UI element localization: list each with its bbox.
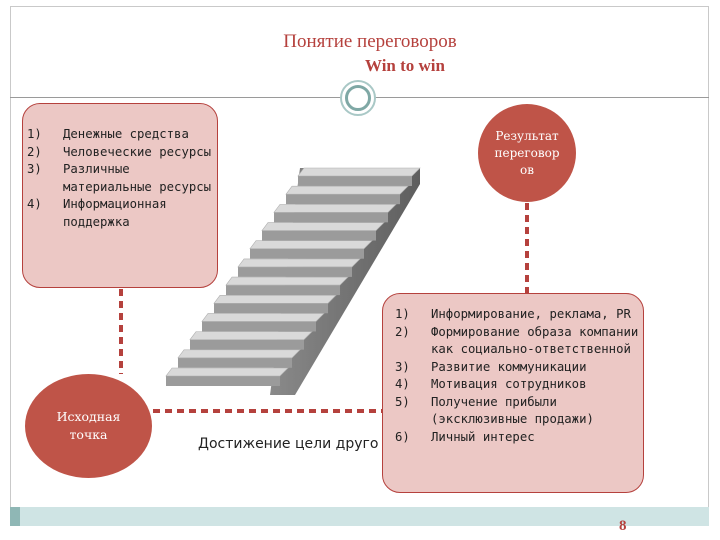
start-label-line: Исходная	[56, 409, 121, 424]
stair-riser	[274, 212, 388, 223]
footer-bar	[10, 507, 709, 526]
list-item: 6)Личный интерес	[395, 429, 535, 444]
stair-tread	[165, 367, 289, 377]
stair-riser	[286, 194, 400, 205]
result-circle: Результат переговор ов	[478, 104, 576, 202]
list-item: 3)Различные материальные ресурсы	[27, 162, 212, 194]
stair-riser	[226, 285, 340, 296]
list-item: 2)Формирование образа компании как социа…	[395, 324, 639, 357]
result-label-line: переговор	[494, 145, 560, 160]
staircase-illustration	[165, 167, 421, 395]
stair-tread	[225, 276, 349, 286]
list-item: 5)Получение прибыли (эксклюзивные продаж…	[395, 394, 594, 427]
stair-tread	[297, 167, 421, 177]
title-line-2: Win to win	[365, 56, 445, 75]
result-label-line: Результат	[495, 128, 559, 143]
stair-tread	[249, 240, 373, 250]
start-label-line: точка	[69, 427, 108, 442]
stair-riser	[250, 248, 364, 259]
stair-tread	[285, 185, 409, 195]
result-label-line: ов	[520, 162, 534, 177]
outcomes-list: 1)Информирование, реклама, PR 2)Формиров…	[395, 306, 640, 446]
stair-tread	[189, 331, 313, 340]
list-item: 1)Информирование, реклама, PR	[395, 307, 631, 321]
stair-tread	[213, 294, 337, 304]
page-number: 8	[619, 518, 627, 534]
stair-riser	[298, 176, 412, 186]
stair-riser	[202, 321, 316, 332]
stair-riser	[190, 339, 304, 350]
ring-ornament-inner-icon	[345, 85, 371, 111]
stair-tread	[237, 258, 361, 268]
footer-accent	[10, 507, 20, 526]
resources-list: 1)Денежные средства 2)Человеческие ресур…	[27, 126, 217, 231]
list-item: 2)Человеческие ресурсы	[27, 144, 212, 159]
resources-box: 1)Денежные средства 2)Человеческие ресур…	[22, 103, 218, 288]
title-line-1: Понятие переговоров	[283, 31, 457, 52]
list-item: 1)Денежные средства	[27, 127, 189, 141]
stair-riser	[178, 357, 292, 368]
list-item: 4)Информационная поддержка	[27, 197, 167, 229]
stair-tread	[261, 222, 385, 231]
stair-riser	[262, 230, 376, 241]
stair-riser	[238, 266, 352, 277]
stair-tread	[177, 349, 301, 359]
goal-label: Достижение цели друго	[198, 436, 379, 452]
stair-riser	[166, 376, 280, 386]
stair-steps	[165, 167, 421, 386]
slide-title: Понятие переговоров Win to win	[0, 30, 720, 78]
start-point-circle: Исходная точка	[25, 374, 152, 478]
outcomes-box: 1)Информирование, реклама, PR 2)Формиров…	[382, 293, 644, 493]
list-item: 3)Развитие коммуникации	[395, 359, 587, 374]
stair-tread	[201, 313, 325, 322]
stair-tread	[273, 204, 397, 213]
list-item: 4)Мотивация сотрудников	[395, 377, 587, 391]
stair-riser	[214, 303, 328, 314]
